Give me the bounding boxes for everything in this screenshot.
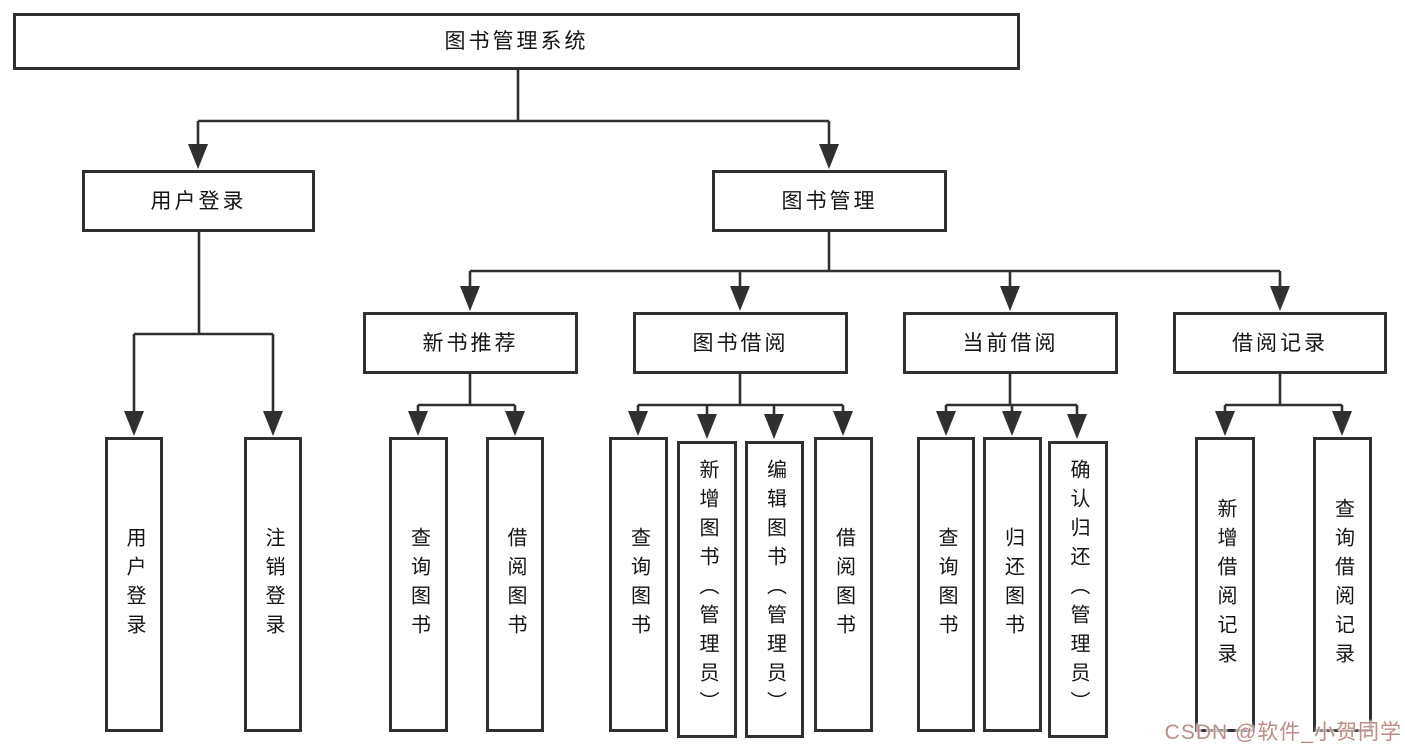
node-leaf-edit-book-label: 编辑图书（管理员） [763,459,786,720]
node-leaf-edit-book: 编辑图书（管理员） [745,441,804,738]
node-user-login: 用户登录 [82,170,315,232]
node-leaf-query-book-3: 查询图书 [917,437,975,732]
watermark: CSDN @软件_小贺同学 [1164,721,1402,744]
node-borrow-record: 借阅记录 [1173,312,1387,374]
connector-book-borrow-children [628,374,853,439]
node-leaf-add-book: 新增图书（管理员） [677,441,737,738]
node-leaf-query-book-3-label: 查询图书 [935,526,957,643]
connector-borrow-record-children [1215,374,1352,436]
node-leaf-add-record-label: 新增借阅记录 [1214,497,1236,672]
node-leaf-borrow-book-1-label: 借阅图书 [504,526,526,643]
node-leaf-borrow-book-1: 借阅图书 [486,437,544,732]
node-book-mgmt-label: 图书管理 [781,189,878,213]
node-book-borrow-label: 图书借阅 [692,331,789,355]
node-leaf-return-book: 归还图书 [983,437,1042,732]
node-book-mgmt: 图书管理 [712,170,947,232]
node-book-borrow: 图书借阅 [633,312,848,374]
connector-new-book-rec-children [408,374,525,436]
node-current-borrow-label: 当前借阅 [962,331,1059,355]
node-leaf-confirm-return-label: 确认归还（管理员） [1067,459,1089,720]
node-leaf-query-book-1-label: 查询图书 [407,526,430,643]
node-new-book-rec: 新书推荐 [363,312,578,374]
node-leaf-confirm-return: 确认归还（管理员） [1048,441,1108,738]
node-leaf-logout-label: 注销登录 [262,526,284,643]
node-leaf-borrow-book-2-label: 借阅图书 [832,526,855,643]
node-leaf-add-record: 新增借阅记录 [1195,437,1255,732]
node-current-borrow: 当前借阅 [903,312,1118,374]
connector-root-to-level2 [188,70,839,169]
connector-current-borrow-children [936,374,1087,439]
node-leaf-query-book-2: 查询图书 [609,437,668,732]
connector-user-login-children [124,232,283,436]
node-leaf-borrow-book-2: 借阅图书 [814,437,873,732]
node-leaf-query-book-1: 查询图书 [389,437,448,732]
node-user-login-label: 用户登录 [150,189,247,213]
node-new-book-rec-label: 新书推荐 [422,331,519,355]
node-root-label: 图书管理系统 [444,30,589,53]
node-leaf-user-login: 用户登录 [105,437,163,732]
node-leaf-query-record-label: 查询借阅记录 [1331,497,1354,672]
node-leaf-logout: 注销登录 [244,437,302,732]
node-leaf-query-book-2-label: 查询图书 [627,526,650,643]
node-leaf-return-book-label: 归还图书 [1001,526,1024,643]
node-leaf-user-login-label: 用户登录 [123,526,145,643]
node-leaf-add-book-label: 新增图书（管理员） [696,459,718,720]
node-leaf-query-record: 查询借阅记录 [1313,437,1372,732]
node-root: 图书管理系统 [13,13,1020,70]
connector-book-mgmt-children [460,232,1290,311]
node-borrow-record-label: 借阅记录 [1232,331,1328,355]
